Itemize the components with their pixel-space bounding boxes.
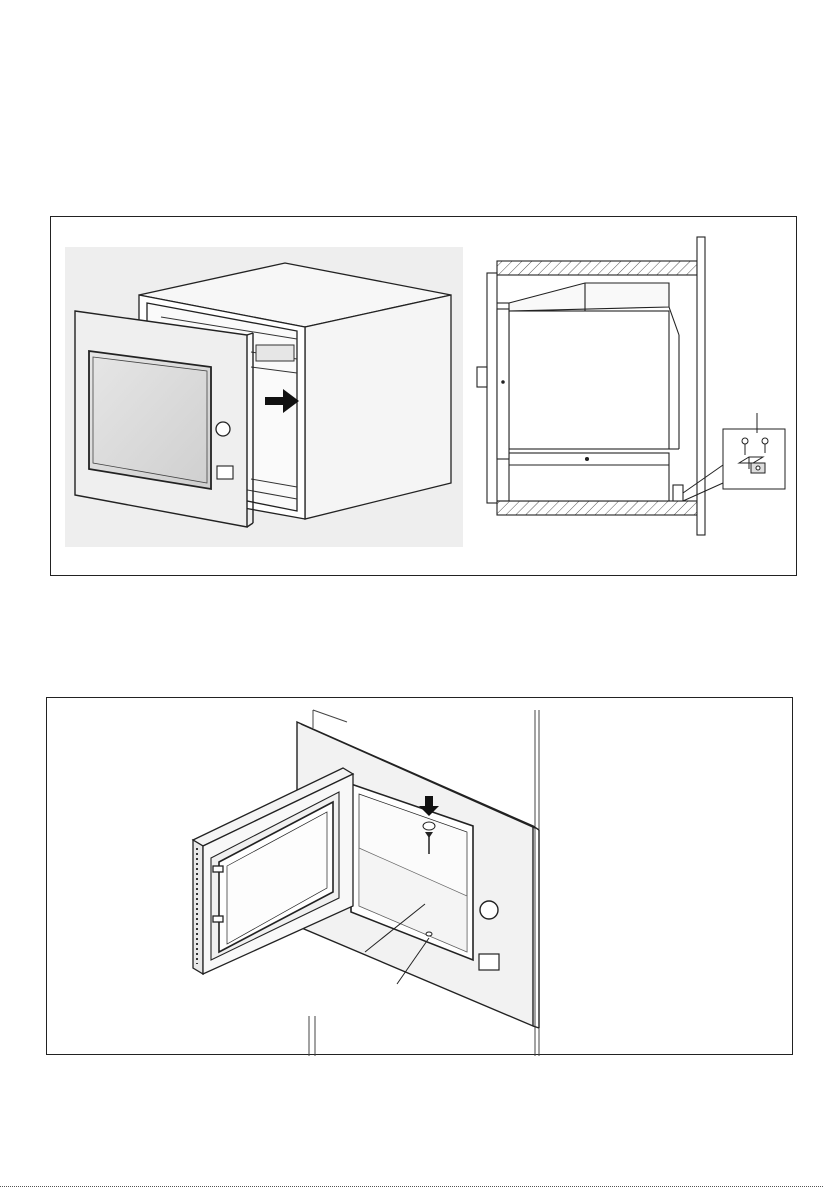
side-section-view (477, 237, 705, 535)
page-bottom-rule (0, 1186, 823, 1187)
display-panel (217, 466, 233, 479)
screw-hole (426, 932, 432, 936)
installation-figure-1-drawing (51, 217, 798, 577)
microwave-front-panel (75, 311, 253, 527)
display-panel (479, 954, 499, 970)
screw-cover (423, 822, 435, 830)
cabinet-side (305, 295, 451, 519)
door-window (89, 351, 211, 489)
installation-figure-2-drawing (47, 698, 794, 1056)
fixing-bracket-detail (723, 413, 785, 489)
control-knob-icon (480, 901, 498, 919)
open-door (193, 768, 353, 974)
installation-figure-2 (46, 697, 793, 1055)
control-knob-icon (216, 422, 230, 436)
installation-figure-1 (50, 216, 797, 576)
